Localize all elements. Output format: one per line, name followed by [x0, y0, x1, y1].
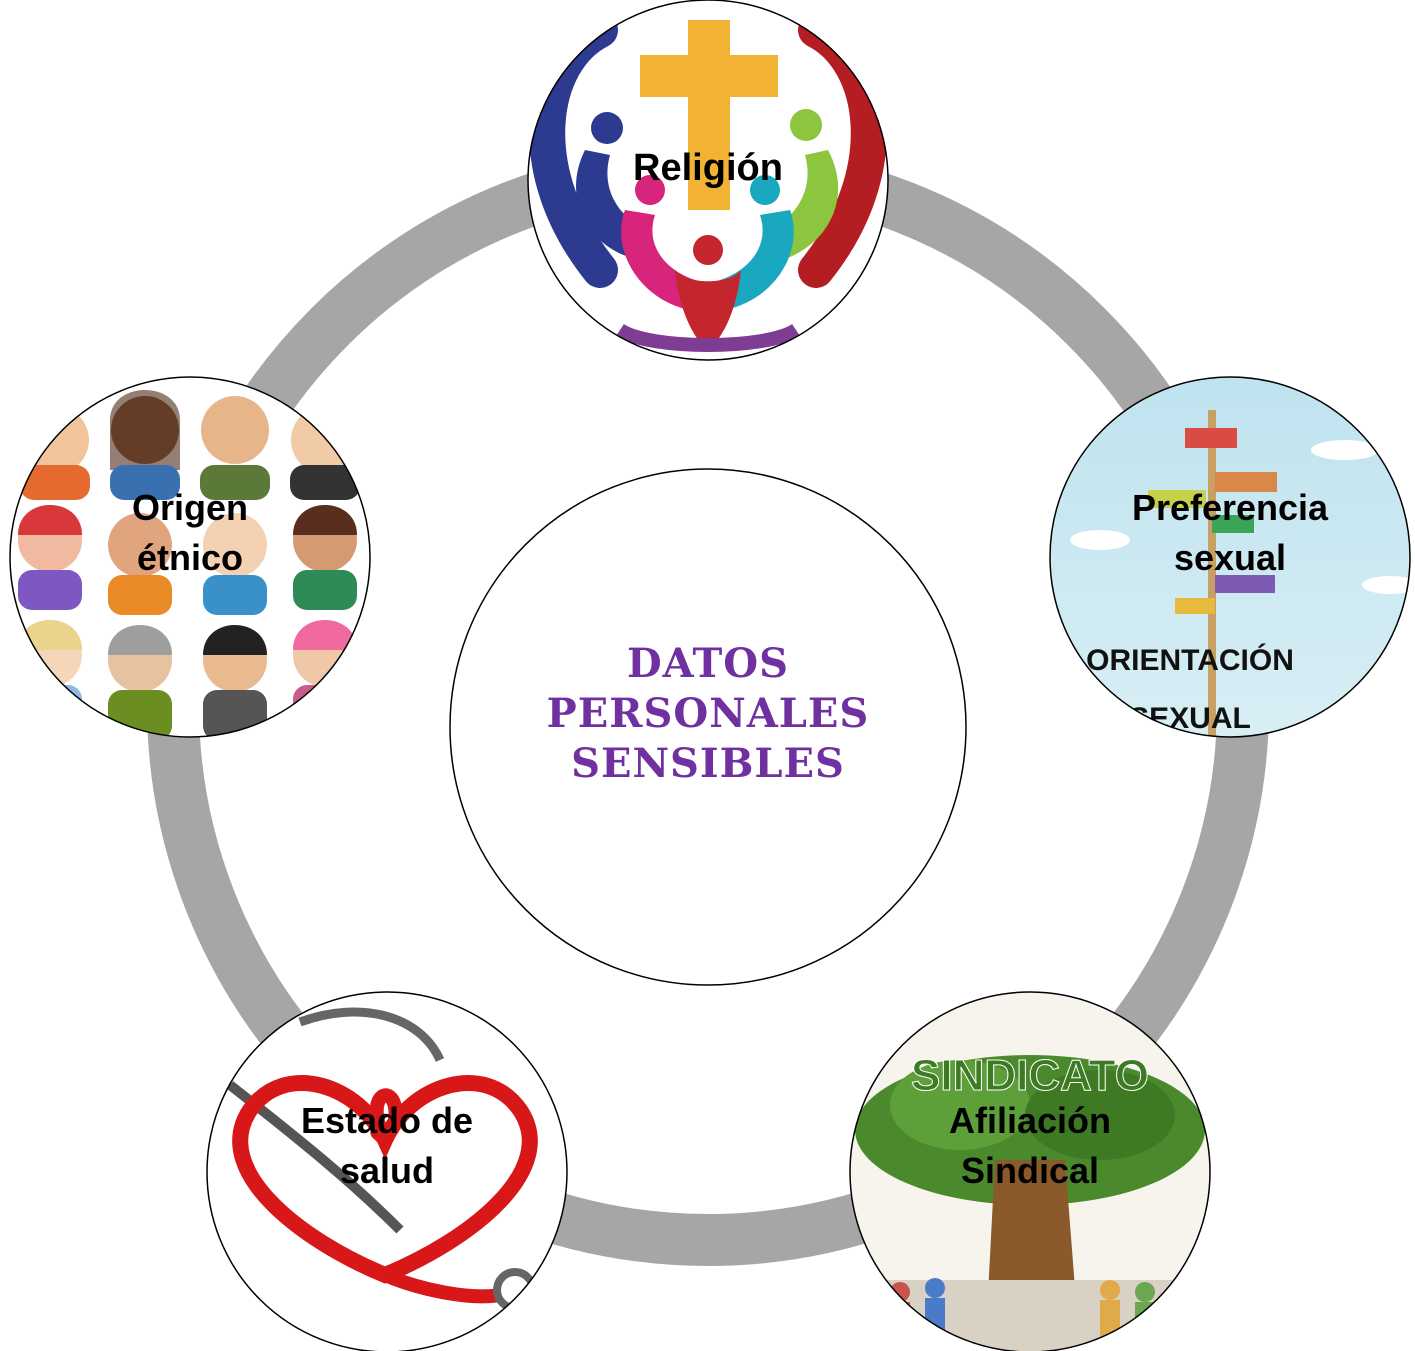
signpost-illustration: ORIENTACIÓN SEXUAL — [1050, 377, 1410, 737]
node-label-origen-etnico: Origen étnico — [132, 487, 248, 578]
node-label-preferencia-line: sexual — [1174, 537, 1286, 578]
center-title-line: PERSONALES — [547, 690, 870, 737]
union-image-text: SINDICATO — [911, 1051, 1149, 1100]
signpost-image-text-1: ORIENTACIÓN — [1086, 643, 1294, 677]
center-title-line: DATOS — [627, 640, 789, 687]
node-label-etnico-line: étnico — [137, 537, 243, 578]
signpost-image-text-2: SEXUAL — [1129, 702, 1251, 735]
center-title-line: SENSIBLES — [571, 740, 845, 787]
node-label-etnico-line: Origen — [132, 487, 248, 528]
node-origen-etnico: Origen étnico — [9, 376, 371, 738]
node-label-salud-line: salud — [340, 1150, 434, 1191]
node-label-salud-line: Estado de — [301, 1100, 473, 1141]
node-label-sindical-line: Afiliación — [949, 1100, 1111, 1141]
node-preferencia-sexual: ORIENTACIÓN SEXUAL Preferencia sexual — [1049, 376, 1411, 738]
union-tree-illustration: SINDICATO — [850, 992, 1210, 1351]
node-religion: Religión — [527, 0, 889, 361]
node-label-religion-line: Religión — [633, 147, 783, 189]
node-estado-de-salud: Estado de salud — [206, 991, 568, 1351]
node-label-preferencia-sexual: Preferencia sexual — [1132, 487, 1329, 578]
node-label-religion: Religión — [633, 147, 783, 189]
node-label-estado-de-salud: Estado de salud — [301, 1100, 473, 1191]
node-label-sindical-line: Sindical — [961, 1150, 1099, 1191]
religion-illustration — [528, 0, 888, 360]
stethoscope-illustration — [207, 992, 567, 1351]
node-label-preferencia-line: Preferencia — [1132, 487, 1329, 528]
